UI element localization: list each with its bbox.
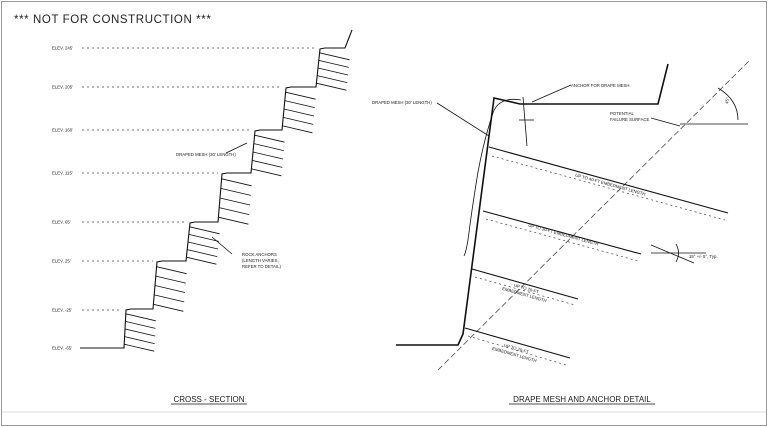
rock-anchor	[283, 108, 315, 117]
stepped-slope-line	[80, 29, 353, 349]
rock-anchor	[316, 82, 347, 91]
rock-anchor	[282, 125, 313, 134]
rock-anchor	[317, 67, 349, 76]
cs-rock-anchors-label-3: REFER TO DETAIL)	[242, 264, 281, 269]
rock-anchor	[187, 241, 219, 250]
rock-anchor	[124, 343, 155, 352]
detail-draped-mesh-label: DRAPED MESH (30' LENGTH)	[372, 100, 432, 105]
rock-anchor	[219, 197, 251, 206]
anchor-20ft-lower-rod	[464, 327, 571, 359]
rock-face-profile	[396, 63, 669, 346]
rock-anchor	[283, 117, 314, 125]
rock-anchor	[154, 294, 185, 303]
elevation-label: ELEV. 115'	[52, 171, 73, 176]
detail-title: DRAPE MESH AND ANCHOR DETAIL	[513, 395, 651, 404]
rock-anchor	[218, 216, 249, 225]
anchor-40ft: UP TO 40-FT EMBEDMENT LENGTH	[488, 146, 729, 221]
rock-anchor	[156, 266, 187, 275]
rock-anchor	[221, 178, 252, 187]
cs-rock-anchor-leader	[211, 236, 233, 255]
rock-anchor	[285, 91, 316, 100]
rock-anchor	[154, 285, 186, 293]
tilt-arc	[675, 243, 679, 263]
draped-mesh-curve	[463, 98, 522, 257]
anchor-20ft-upper-rod	[471, 268, 579, 300]
anchor-20ft-upper-label-1: UP TO 20-FT	[513, 283, 539, 295]
rock-anchor	[125, 321, 156, 329]
tilt-angle-label: 15° +/- 5°, Typ.	[689, 254, 718, 259]
failure-surface-line	[437, 59, 751, 371]
cs-draped-mesh-leader	[225, 142, 248, 154]
anchor-20ft-upper-dimension	[474, 276, 576, 306]
rock-anchor	[124, 328, 156, 337]
cs-rock-anchors-label-2: (LENGTH VARIES,	[242, 258, 279, 263]
failure-surface-leader	[650, 117, 681, 127]
drape-mesh-detail-view: DRAPED MESH (30' LENGTH) ANCHOR FOR DRAP…	[372, 59, 751, 405]
not-for-construction-banner: *** NOT FOR CONSTRUCTION ***	[14, 14, 211, 26]
rock-anchor	[125, 313, 156, 322]
rock-anchor	[319, 52, 350, 61]
rock-anchor-lines	[124, 52, 350, 352]
rock-anchor	[284, 100, 315, 108]
rock-anchor	[153, 303, 184, 312]
elevation-label: ELEV. 65'	[52, 220, 71, 225]
anchor-30ft: UP TO 30-FT EMBEDMENT LENGTH	[482, 210, 642, 262]
rock-anchor	[253, 143, 284, 151]
rock-anchor	[251, 168, 282, 177]
rock-anchor	[219, 207, 250, 215]
rock-anchor	[252, 160, 283, 168]
cross-section-title: CROSS - SECTION	[173, 395, 244, 404]
anchor-20ft-lower: UP TO 20-FT EMBEDMENT LENGTH	[464, 327, 571, 366]
rock-anchor	[187, 249, 218, 257]
elevation-label: ELEV. 245'	[52, 46, 73, 51]
elevation-markers: ELEV. 245' ELEV. 205' ELEV. 160' ELEV. 115'…	[52, 46, 316, 351]
angle-45-label: 45°	[724, 97, 730, 105]
anchor-20ft-upper: UP TO 20-FT EMBEDMENT LENGTH	[471, 268, 579, 306]
rock-anchor	[252, 151, 284, 160]
anchor-30ft-label: UP TO 30-FT EMBEDMENT LENGTH	[528, 223, 599, 247]
elevation-label: ELEV. 160'	[52, 128, 73, 133]
rock-anchor	[155, 275, 186, 284]
rock-anchor	[254, 134, 285, 143]
detail-draped-mesh-leader	[436, 102, 490, 137]
anchor-30ft-dimension	[485, 218, 639, 262]
failure-surface-label-1: POTENTIAL	[610, 111, 634, 116]
mesh-anchor-rod	[522, 96, 528, 147]
rock-anchor	[189, 226, 220, 235]
angle-arc	[717, 87, 739, 121]
elevation-label: ELEV. 205'	[52, 85, 73, 90]
anchor-40ft-label: UP TO 40-FT EMBEDMENT LENGTH	[575, 172, 646, 196]
anchor-40ft-rod	[488, 146, 729, 214]
elevation-label: ELEV. -25'	[52, 308, 72, 313]
elevation-label: ELEV. 25'	[52, 259, 71, 264]
anchor-for-drape-mesh-label: ANCHOR FOR DRAPE MESH	[571, 83, 630, 88]
slope-profile	[80, 29, 353, 349]
rock-anchor	[188, 234, 219, 242]
tilt-anchor-line	[650, 244, 695, 264]
anchor-20ft-lower-dimension	[467, 335, 567, 366]
rock-anchor	[124, 336, 155, 344]
cs-draped-mesh-label: DRAPED MESH (30' LENGTH)	[176, 152, 236, 157]
elevation-label: ELEV. -65'	[52, 346, 72, 351]
rock-anchor	[186, 256, 217, 265]
failure-surface-label-2: FAILURE SURFACE	[610, 117, 650, 122]
rock-anchor	[318, 60, 349, 68]
cs-rock-anchors-label-1: ROCK ANCHORS	[242, 252, 277, 257]
anchor-30ft-rod	[482, 210, 642, 255]
anchor-40ft-dimension	[491, 155, 726, 221]
cross-section-view: ELEV. 245' ELEV. 205' ELEV. 160' ELEV. 115'…	[52, 29, 353, 405]
rock-anchor	[220, 188, 251, 196]
rock-anchor	[317, 75, 348, 83]
anchor-label-leader	[531, 84, 572, 103]
anchor-20ft-lower-label-1: UP TO 20-FT	[503, 343, 529, 355]
